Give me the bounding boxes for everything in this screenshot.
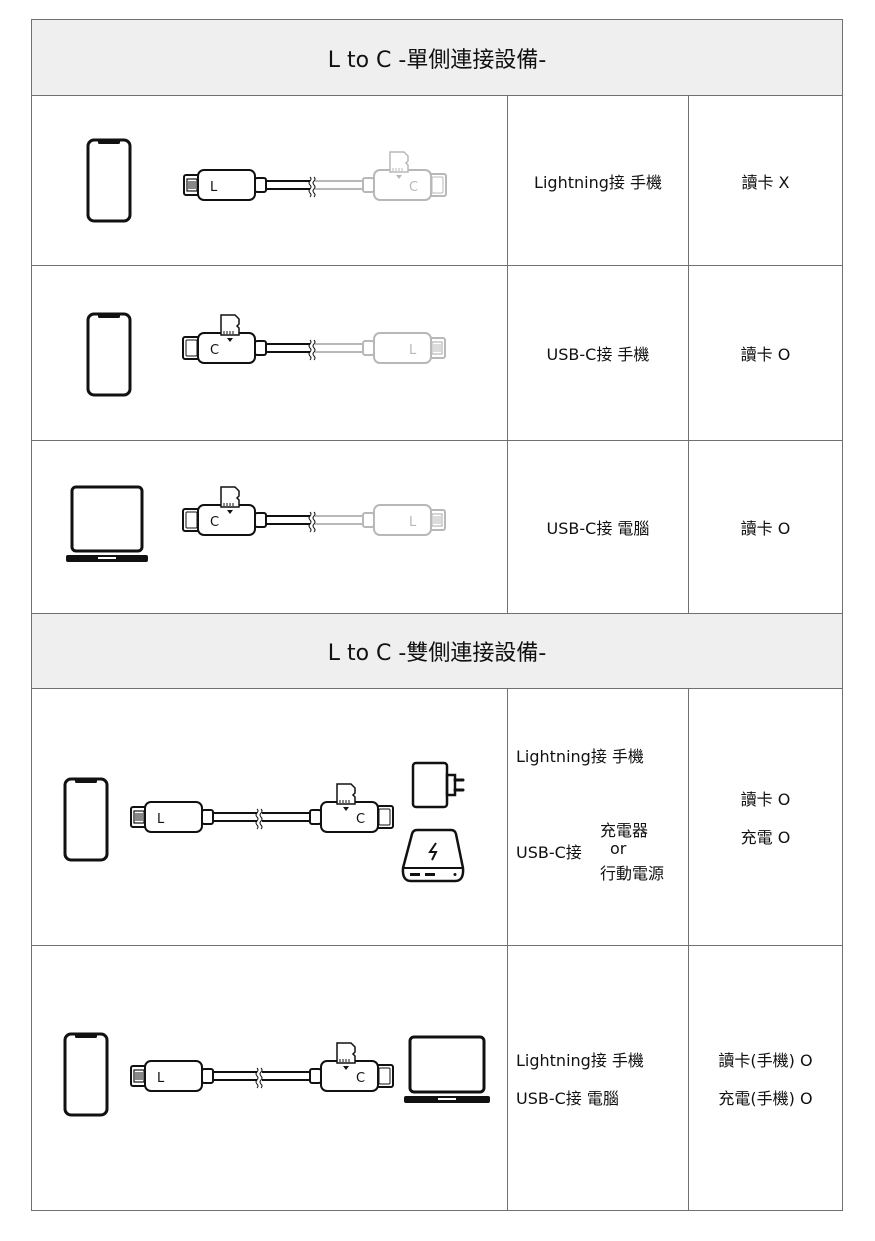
row5-result: 讀卡(手機) O 充電(手機) O	[688, 945, 843, 1211]
result-text: 讀卡 X	[741, 172, 790, 192]
result-text: 讀卡 O	[740, 519, 791, 538]
row3-result: 讀卡 O	[688, 440, 843, 614]
row1-connection: Lightning接 手機	[507, 95, 689, 266]
connection-usbc: USB-C接	[516, 843, 582, 862]
row5-connection: Lightning接 手機 USB-C接 電腦	[507, 945, 689, 1211]
connection-usbc: USB-C接 電腦	[516, 1089, 619, 1108]
row4-illustration	[31, 688, 508, 946]
row1-illustration	[31, 95, 508, 266]
row4-result: 讀卡 O 充電 O	[688, 688, 843, 946]
row1-result: 讀卡 X	[688, 95, 843, 266]
result-charge: 充電(手機) O	[718, 1089, 813, 1108]
section2-title: L to C -雙側連接設備-	[327, 641, 547, 666]
or-label: or	[610, 839, 627, 858]
row2-result: 讀卡 O	[688, 265, 843, 441]
section1-title: L to C -單側連接設備-	[327, 47, 547, 73]
connection-lightning: Lightning接 手機	[516, 747, 644, 766]
result-read: 讀卡 O	[740, 790, 791, 809]
connection-lightning: Lightning接 手機	[516, 1051, 644, 1070]
row2-connection: USB-C接 手機	[507, 265, 689, 441]
row3-connection: USB-C接 電腦	[507, 440, 689, 614]
result-charge: 充電 O	[740, 828, 791, 847]
result-text: 讀卡 O	[740, 345, 791, 364]
row3-illustration	[31, 440, 508, 614]
powerbank-label: 行動電源	[600, 864, 665, 883]
section1-header: L to C -單側連接設備-	[31, 19, 843, 96]
row5-illustration	[31, 945, 508, 1211]
connection-text: USB-C接 電腦	[546, 519, 650, 538]
connection-text: USB-C接 手機	[546, 345, 650, 364]
row2-illustration	[31, 265, 508, 441]
row4-connection: Lightning接 手機 USB-C接 充電器 or 行動電源	[507, 688, 689, 946]
connection-text: Lightning接 手機	[534, 172, 662, 192]
section2-header: L to C -雙側連接設備-	[31, 613, 843, 689]
result-read: 讀卡(手機) O	[718, 1051, 813, 1070]
charger-label: 充電器	[600, 821, 649, 840]
